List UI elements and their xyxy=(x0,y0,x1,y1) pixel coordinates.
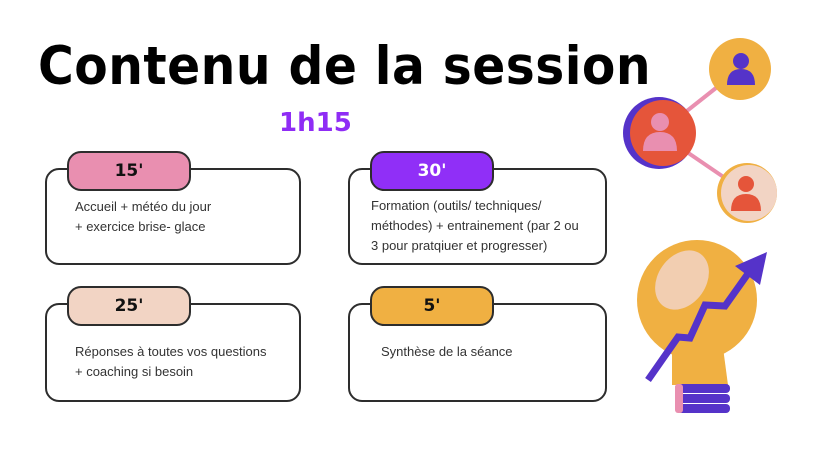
total-duration: 1h15 xyxy=(279,108,352,138)
block-line: + exercice brise- glace xyxy=(75,219,206,234)
block-text: Réponses à toutes vos questions + coachi… xyxy=(75,342,267,382)
people-network-icon xyxy=(623,38,777,223)
block-text: Accueil + météo du jour + exercice brise… xyxy=(75,197,211,237)
block-line: + coaching si besoin xyxy=(75,364,194,379)
block-line: Formation (outils/ techniques/ xyxy=(371,198,542,213)
page-title: Contenu de la session xyxy=(38,36,652,97)
block-line: 3 pour pratqiuer et progresser) xyxy=(371,238,548,253)
block-text: Formation (outils/ techniques/ méthodes)… xyxy=(371,196,579,256)
lightbulb-growth-icon xyxy=(637,240,767,413)
time-badge: 30' xyxy=(370,151,494,191)
block-line: Synthèse de la séance xyxy=(381,344,513,359)
block-text: Synthèse de la séance xyxy=(381,342,513,362)
time-badge: 25' xyxy=(67,286,191,326)
block-line: Accueil + météo du jour xyxy=(75,199,212,214)
time-badge: 15' xyxy=(67,151,191,191)
block-line: Réponses à toutes vos questions xyxy=(75,344,267,359)
time-badge: 5' xyxy=(370,286,494,326)
block-line: méthodes) + entrainement (par 2 ou xyxy=(371,218,579,233)
